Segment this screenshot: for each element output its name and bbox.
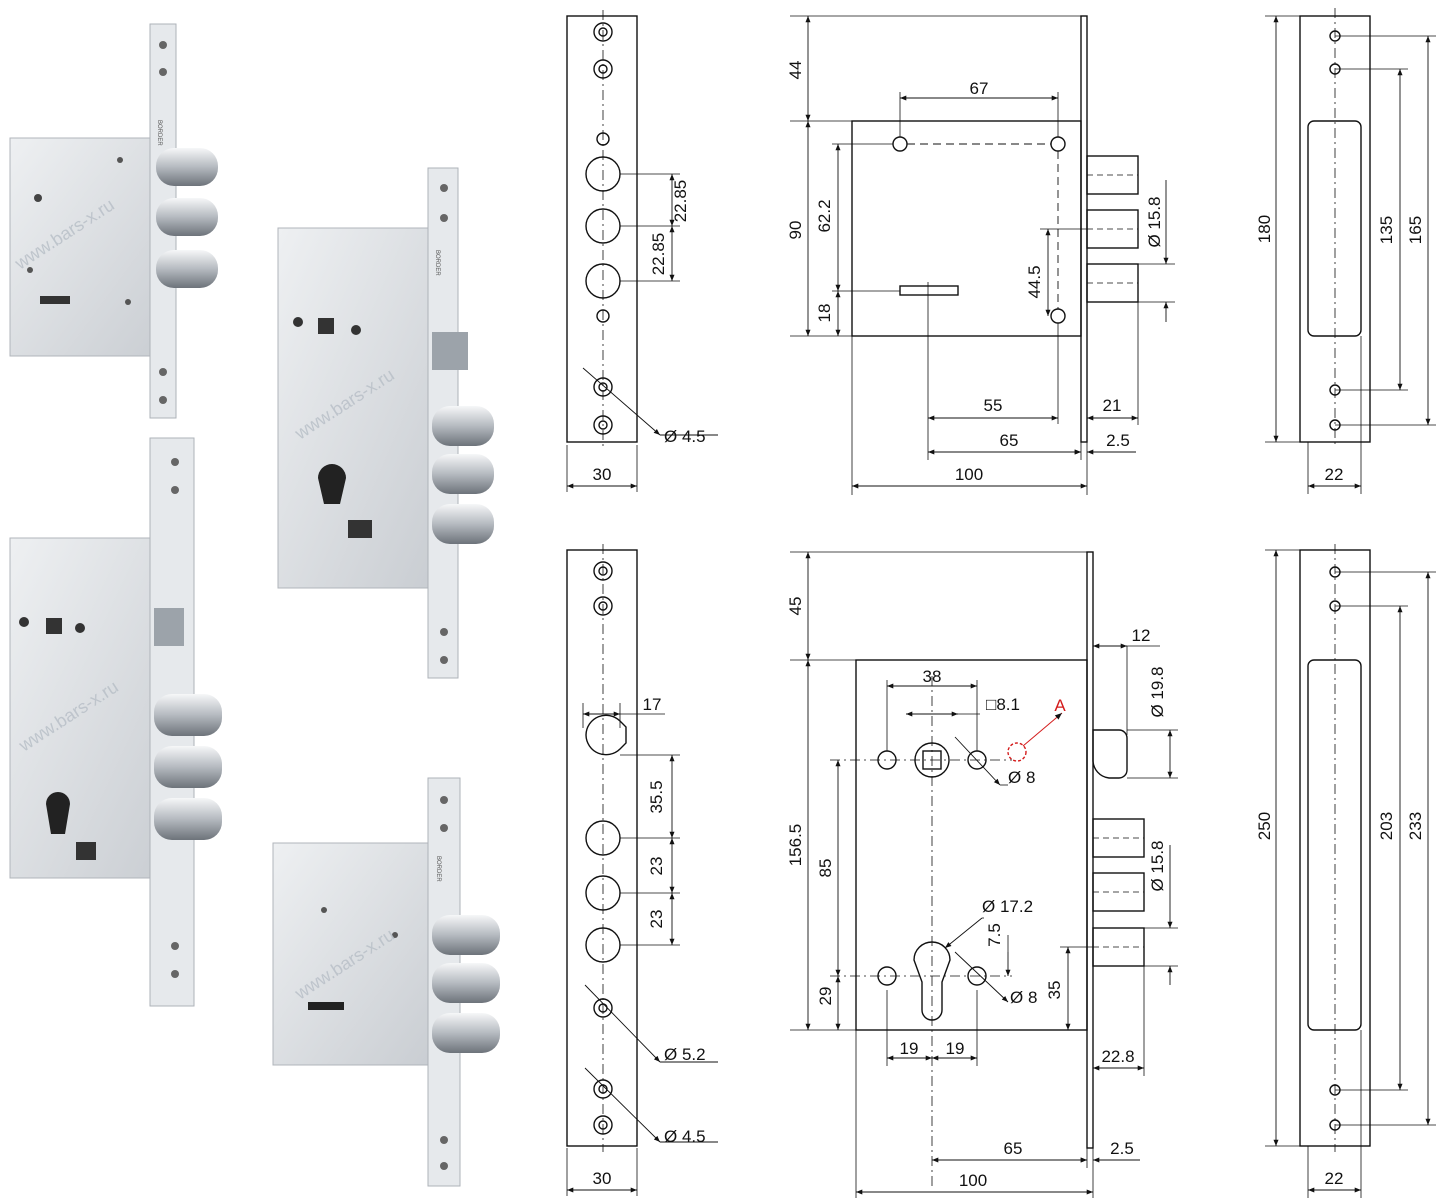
dim-65: 65: [1000, 431, 1019, 450]
product-photos: BORDER www.bars-x.ru BORDER www.bars-x.r…: [9, 23, 500, 1187]
dim-44-5: 44.5: [1025, 265, 1044, 298]
dim-17: 17: [643, 695, 662, 714]
dim-7-5: 7.5: [985, 923, 1004, 947]
dim-62-2: 62.2: [815, 199, 834, 232]
lock-photo-4: BORDER www.bars-x.ru: [272, 777, 500, 1187]
dim-bolt-spacing-2: 22.85: [649, 233, 668, 276]
dim-55: 55: [984, 396, 1003, 415]
dim-2-5: 2.5: [1110, 1139, 1134, 1158]
brand-label: BORDER: [434, 250, 440, 276]
dim-67: 67: [970, 79, 989, 98]
dim-65: 65: [1004, 1139, 1023, 1158]
dim-19-a: 19: [900, 1039, 919, 1058]
dim-180: 180: [1255, 215, 1274, 243]
dim-faceplate-width: 30: [593, 465, 612, 484]
lock-photo-1: BORDER www.bars-x.ru: [9, 23, 218, 419]
dim-233: 233: [1406, 812, 1425, 840]
dim-44: 44: [786, 61, 805, 80]
dim-156-5: 156.5: [786, 824, 805, 867]
dim-22-8: 22.8: [1101, 1047, 1134, 1066]
dim-100: 100: [959, 1171, 987, 1190]
dim-12: 12: [1132, 626, 1151, 645]
dim-18: 18: [815, 304, 834, 323]
dim-21: 21: [1103, 396, 1122, 415]
dim-19-b: 19: [946, 1039, 965, 1058]
drawing-bottom: [566, 544, 1436, 1198]
dim-85: 85: [816, 859, 835, 878]
dim-135: 135: [1377, 216, 1396, 244]
dim-d-8-a: Ø 8: [1008, 768, 1035, 787]
drawing-top: [566, 8, 1436, 495]
faceplate-top: [566, 10, 718, 492]
labels-bottom: 17 35.5 23 23 Ø 5.2 Ø 4.5 30 45 12 Ø 19.…: [593, 597, 1425, 1190]
faceplate-bottom: [566, 544, 718, 1196]
labels-top: 22.85 22.85 Ø 4.5 30 44 67 90 62.2 18 44…: [593, 61, 1425, 484]
brand-label: BORDER: [435, 856, 441, 882]
dim-d-5-2: Ø 5.2: [664, 1045, 706, 1064]
side-view-bottom: [790, 551, 1178, 1198]
dim-strike-width: 22: [1325, 465, 1344, 484]
brand-label: BORDER: [156, 120, 162, 146]
dim-38: 38: [923, 667, 942, 686]
dim-23-a: 23: [647, 857, 666, 876]
dim-bolt-diameter: Ø 15.8: [1145, 196, 1164, 247]
dim-100: 100: [955, 465, 983, 484]
lock-photo-2: BORDER www.bars-x.ru: [277, 167, 494, 679]
dim-250: 250: [1255, 812, 1274, 840]
dim-2-5: 2.5: [1106, 431, 1130, 450]
dim-square-8-1: □8.1: [986, 695, 1020, 714]
dim-d-19-8: Ø 19.8: [1148, 666, 1167, 717]
dim-35: 35: [1045, 981, 1064, 1000]
strike-plate-bottom: [1265, 544, 1436, 1198]
dim-d-15-8: Ø 15.8: [1148, 840, 1167, 891]
label-a: A: [1054, 696, 1066, 715]
dim-203: 203: [1377, 812, 1396, 840]
dim-d-4-5: Ø 4.5: [664, 1127, 706, 1146]
dim-45: 45: [786, 597, 805, 616]
dim-35-5: 35.5: [647, 780, 666, 813]
dim-hole-diameter: Ø 4.5: [664, 427, 706, 446]
dim-29: 29: [816, 987, 835, 1006]
dim-faceplate-width: 30: [593, 1169, 612, 1188]
strike-plate-top: [1265, 8, 1436, 494]
dim-23-b: 23: [647, 910, 666, 929]
lock-photo-3: www.bars-x.ru: [9, 437, 222, 1007]
dim-d-8-b: Ø 8: [1010, 988, 1037, 1007]
dim-bolt-spacing-1: 22.85: [671, 180, 690, 223]
dim-strike-width: 22: [1325, 1169, 1344, 1188]
side-view-top: [790, 15, 1175, 495]
dim-165: 165: [1406, 216, 1425, 244]
dim-90: 90: [786, 221, 805, 240]
dim-d-17-2: Ø 17.2: [982, 897, 1033, 916]
